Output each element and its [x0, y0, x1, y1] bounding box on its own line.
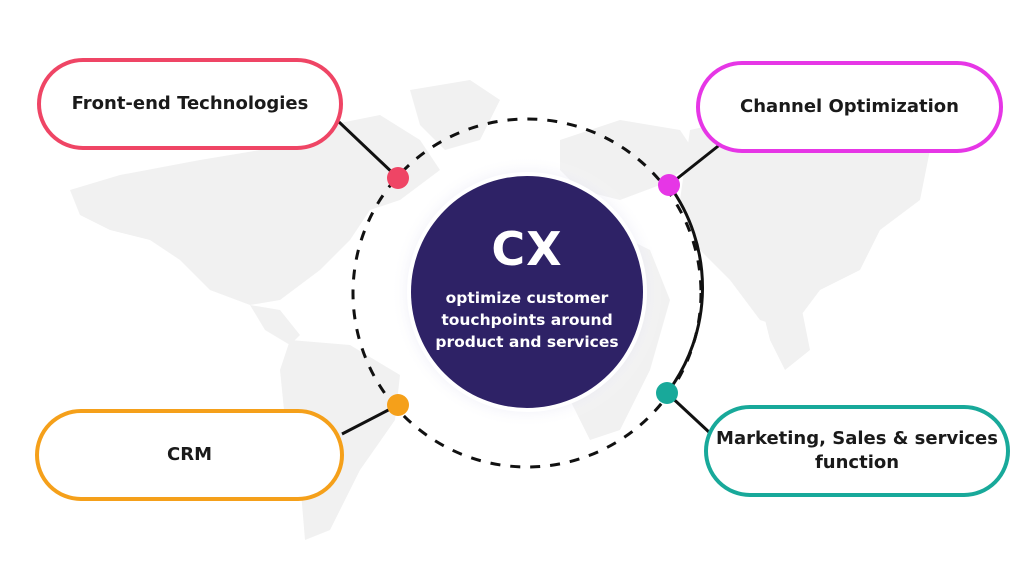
node-marketing-sales-services: Marketing, Sales & services function	[704, 405, 1010, 497]
node-label: CRM	[167, 444, 212, 465]
node-channel-optimization: Channel Optimization	[696, 61, 1003, 153]
cx-title: CX	[491, 222, 563, 276]
cx-center-circle: CX optimize customer touchpoints around …	[411, 176, 643, 408]
cx-subtitle: optimize customer touchpoints around pro…	[435, 289, 619, 351]
node-label: Marketing, Sales & services function	[716, 428, 998, 473]
dot-front-end	[387, 167, 409, 189]
dot-crm	[387, 394, 409, 416]
node-crm: CRM	[35, 409, 344, 501]
dot-channel	[658, 174, 680, 196]
connector-channel	[668, 141, 723, 187]
solid-arc	[665, 184, 704, 394]
node-label: Channel Optimization	[740, 96, 959, 117]
node-label: Front-end Technologies	[71, 93, 309, 114]
node-front-end-technologies: Front-end Technologies	[37, 58, 343, 150]
dot-marketing	[656, 382, 678, 404]
connector-front-end	[337, 120, 400, 180]
